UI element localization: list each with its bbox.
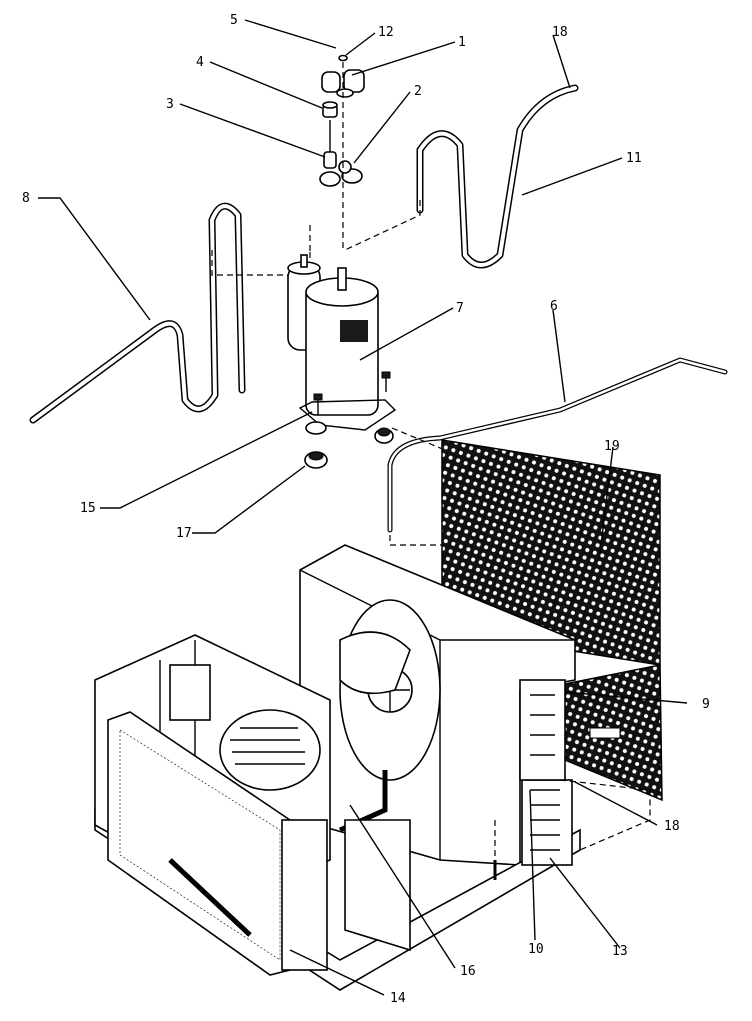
callout-4: 4 (196, 55, 204, 70)
callout-19: 19 (604, 439, 620, 454)
callout-3: 3 (166, 97, 174, 112)
tube-6-dash (389, 535, 445, 546)
tube-part-16 (338, 770, 411, 952)
coil-part-9 (519, 679, 566, 781)
overload-cover-part-1 (321, 69, 365, 98)
callout-11: 11 (626, 151, 642, 166)
callout-12: 12 (378, 25, 394, 40)
grommet-part-17 (304, 451, 328, 469)
callout-7: 7 (456, 301, 464, 316)
callout-18-top: 18 (552, 25, 568, 40)
callout-8: 8 (22, 191, 30, 206)
bushing-part-4 (322, 101, 338, 118)
tube-11-connection-dash (344, 200, 421, 251)
fan-blade (339, 631, 411, 695)
callout-17: 17 (176, 526, 192, 541)
leader-lines (38, 19, 688, 996)
thermostat-bulb (168, 858, 252, 937)
callout-10: 10 (528, 942, 544, 957)
callout-9: 9 (702, 697, 710, 712)
terminal-part-2 (319, 160, 363, 187)
callout-14: 14 (390, 991, 406, 1006)
callout-5: 5 (230, 13, 238, 28)
callout-2: 2 (414, 84, 422, 99)
mounting-bolts (313, 371, 391, 415)
callout-13: 13 (612, 944, 628, 959)
callout-18-right: 18 (664, 819, 680, 834)
discharge-tube-part-8 (29, 202, 246, 424)
compressor-part-7 (298, 267, 397, 431)
evaporator-coil-part-14 (107, 711, 328, 976)
washer-part-12 (338, 54, 348, 62)
stud-part-3 (323, 120, 337, 169)
capillary-tube-part-6 (387, 357, 728, 533)
callout-6: 6 (550, 299, 558, 314)
grommet-part-15 (305, 421, 327, 435)
grommet-mount-right (374, 427, 394, 444)
callout-15: 15 (80, 501, 96, 516)
callout-16: 16 (460, 964, 476, 979)
suction-tube-part-11 (416, 84, 579, 269)
blower-wheel (219, 709, 321, 791)
callout-1: 1 (458, 35, 466, 50)
